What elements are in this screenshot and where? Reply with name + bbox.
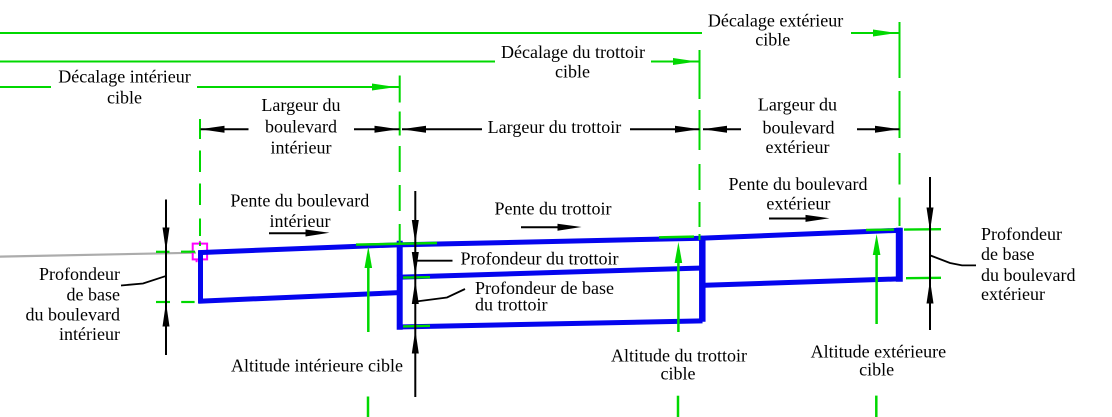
svg-text:Largeur du: Largeur du: [261, 95, 340, 115]
svg-text:boulevard: boulevard: [763, 118, 835, 138]
svg-text:de base: de base: [67, 284, 120, 304]
svg-text:cible: cible: [755, 30, 790, 50]
svg-text:Profondeur du trottoir: Profondeur du trottoir: [461, 249, 619, 269]
svg-text:Altitude extérieure: Altitude extérieure: [811, 342, 946, 362]
svg-text:Pente du boulevard: Pente du boulevard: [230, 191, 369, 211]
svg-text:du trottoir: du trottoir: [475, 295, 548, 315]
svg-text:boulevard: boulevard: [265, 117, 337, 137]
svg-text:Profondeur: Profondeur: [39, 264, 120, 284]
svg-text:Altitude du trottoir: Altitude du trottoir: [611, 345, 747, 365]
svg-text:Décalage extérieur: Décalage extérieur: [708, 11, 843, 31]
svg-text:extérieur: extérieur: [766, 194, 830, 214]
svg-text:Décalage intérieur: Décalage intérieur: [58, 67, 190, 87]
svg-text:intérieur: intérieur: [59, 324, 120, 344]
svg-text:intérieur: intérieur: [270, 211, 331, 231]
svg-text:extérieur: extérieur: [766, 137, 830, 157]
svg-text:extérieur: extérieur: [981, 284, 1045, 304]
svg-text:Pente du boulevard: Pente du boulevard: [729, 174, 868, 194]
svg-text:Profondeur de base: Profondeur de base: [475, 278, 614, 298]
svg-text:cible: cible: [661, 364, 696, 384]
svg-text:Décalage du trottoir: Décalage du trottoir: [501, 42, 645, 62]
svg-text:Pente du trottoir: Pente du trottoir: [495, 198, 612, 218]
svg-text:du boulevard: du boulevard: [26, 305, 120, 325]
svg-text:intérieur: intérieur: [271, 138, 332, 158]
svg-text:cible: cible: [859, 360, 894, 380]
svg-text:du boulevard: du boulevard: [981, 265, 1075, 285]
svg-text:Profondeur: Profondeur: [981, 224, 1062, 244]
svg-text:de base: de base: [981, 244, 1034, 264]
svg-text:cible: cible: [555, 62, 590, 82]
svg-text:cible: cible: [107, 88, 142, 108]
svg-text:Largeur du trottoir: Largeur du trottoir: [488, 117, 622, 137]
svg-text:Altitude intérieure cible: Altitude intérieure cible: [231, 356, 403, 376]
svg-text:Largeur du: Largeur du: [758, 95, 837, 115]
